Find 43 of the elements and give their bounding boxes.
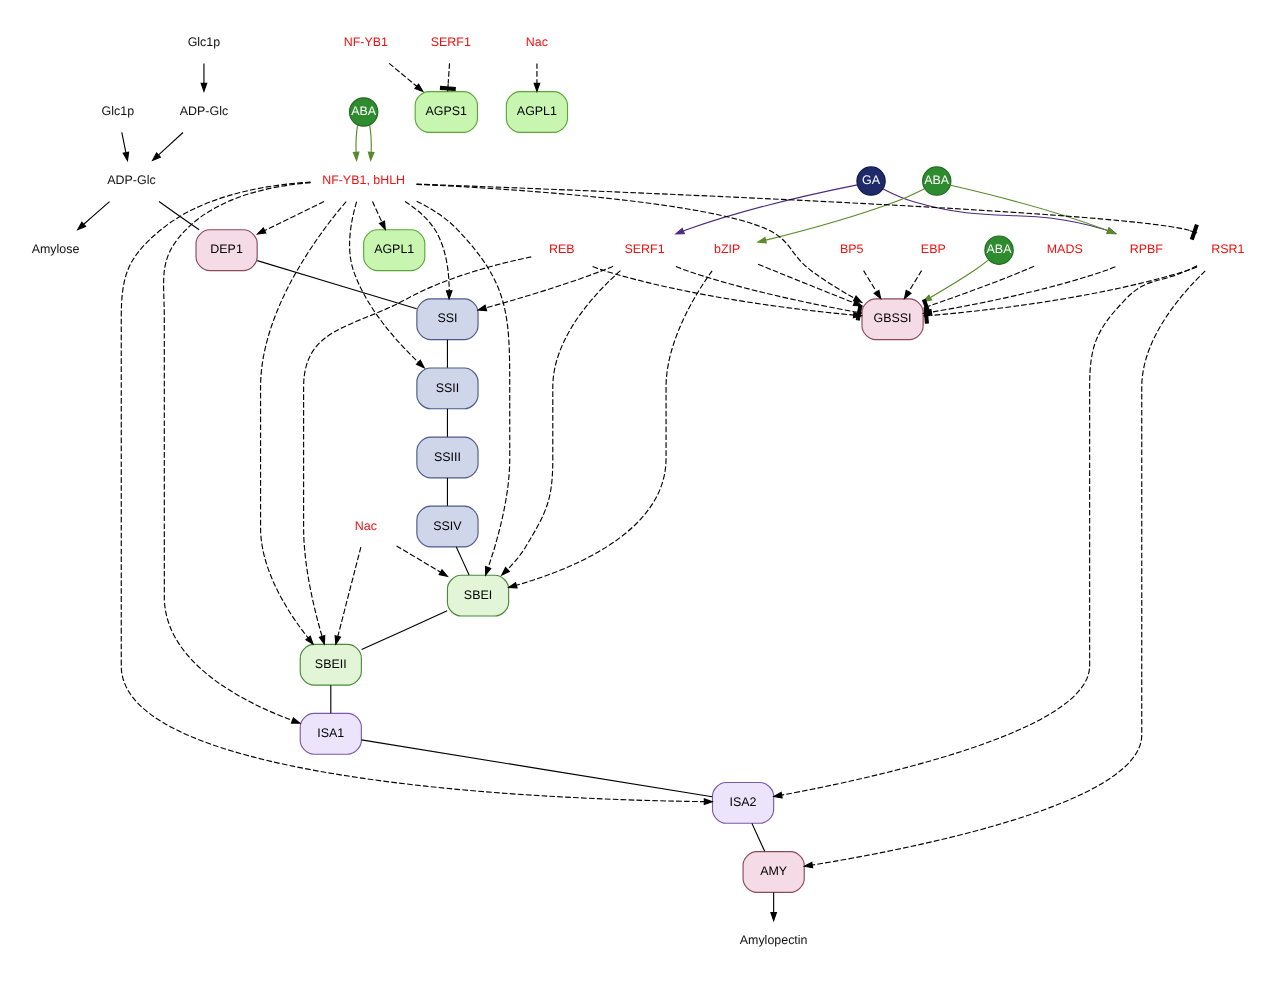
arrow	[76, 201, 111, 231]
arrow	[120, 181, 714, 806]
arrow	[757, 263, 864, 307]
arrow	[395, 545, 449, 578]
arrow	[367, 124, 375, 162]
connector	[446, 477, 449, 507]
arrow	[151, 131, 184, 162]
arrow	[416, 200, 511, 577]
connector	[361, 610, 448, 651]
arrow	[255, 201, 325, 235]
connector	[446, 339, 449, 369]
arrow	[772, 265, 1198, 799]
connector	[446, 408, 449, 438]
arrow	[388, 62, 425, 93]
arrow	[863, 270, 882, 301]
arrow	[500, 270, 621, 577]
arrow	[404, 200, 453, 301]
arrow	[903, 270, 923, 301]
arrow	[802, 270, 1206, 869]
arrow	[334, 546, 362, 646]
connector	[455, 546, 470, 576]
connector	[330, 684, 332, 714]
arrow	[674, 184, 858, 235]
arrow	[200, 62, 208, 94]
arrow	[415, 183, 864, 304]
arrow	[260, 200, 347, 646]
arrow	[770, 891, 778, 923]
arrow	[756, 188, 926, 244]
connector	[360, 739, 713, 798]
arrow	[507, 270, 713, 589]
arrow	[476, 265, 614, 312]
arrow	[352, 124, 360, 162]
arrow	[303, 256, 532, 646]
connector	[256, 260, 418, 310]
connector	[751, 822, 766, 852]
connector	[158, 201, 200, 231]
arrow	[349, 201, 426, 369]
connector	[416, 183, 1199, 241]
arrow	[121, 131, 130, 163]
arrow	[371, 201, 386, 232]
connector	[439, 62, 456, 92]
arrow	[163, 182, 312, 724]
arrow	[533, 62, 541, 94]
